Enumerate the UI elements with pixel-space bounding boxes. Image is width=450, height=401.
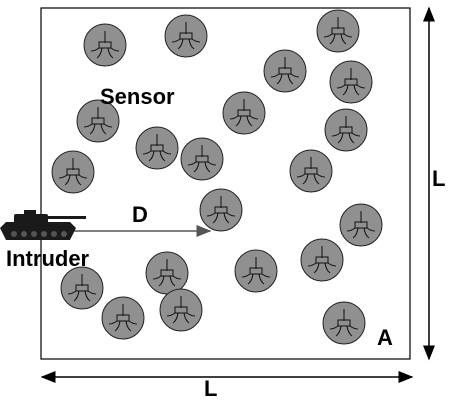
sensor-node-icon xyxy=(101,296,145,340)
sensor-node-icon xyxy=(51,150,95,194)
sensor-node-icon xyxy=(234,249,278,293)
sensor-node-icon xyxy=(199,188,243,232)
sensor-node-icon xyxy=(289,149,333,193)
intruder-label: Intruder xyxy=(6,246,90,271)
sensor-node-icon xyxy=(300,238,344,282)
tank-icon xyxy=(0,210,86,240)
sensor-node-icon xyxy=(83,23,127,67)
distance-label: D xyxy=(132,202,148,227)
sensor-label: Sensor xyxy=(100,84,175,109)
sensor-node-icon xyxy=(180,137,224,181)
sensor-node-icon xyxy=(145,251,189,295)
sensor-node-icon xyxy=(322,301,366,345)
sensor-node-icon xyxy=(159,288,203,332)
sensor-node-icon xyxy=(222,91,266,135)
sensor-node-icon xyxy=(135,126,179,170)
area-label: A xyxy=(377,325,393,350)
sensor-node-icon xyxy=(339,203,383,247)
side-length-label-vertical: L xyxy=(432,166,445,191)
sensor-node-icon xyxy=(316,9,360,53)
side-length-label-horizontal: L xyxy=(204,376,217,401)
sensor-node-icon xyxy=(76,99,120,143)
sensor-node-icon xyxy=(329,60,373,104)
sensor-node-icon xyxy=(60,266,104,310)
sensor-node-icon xyxy=(164,14,208,58)
sensor-layer xyxy=(51,9,383,345)
field-boundary xyxy=(40,7,411,360)
sensor-node-icon xyxy=(263,49,307,93)
sensor-node-icon xyxy=(324,108,368,152)
